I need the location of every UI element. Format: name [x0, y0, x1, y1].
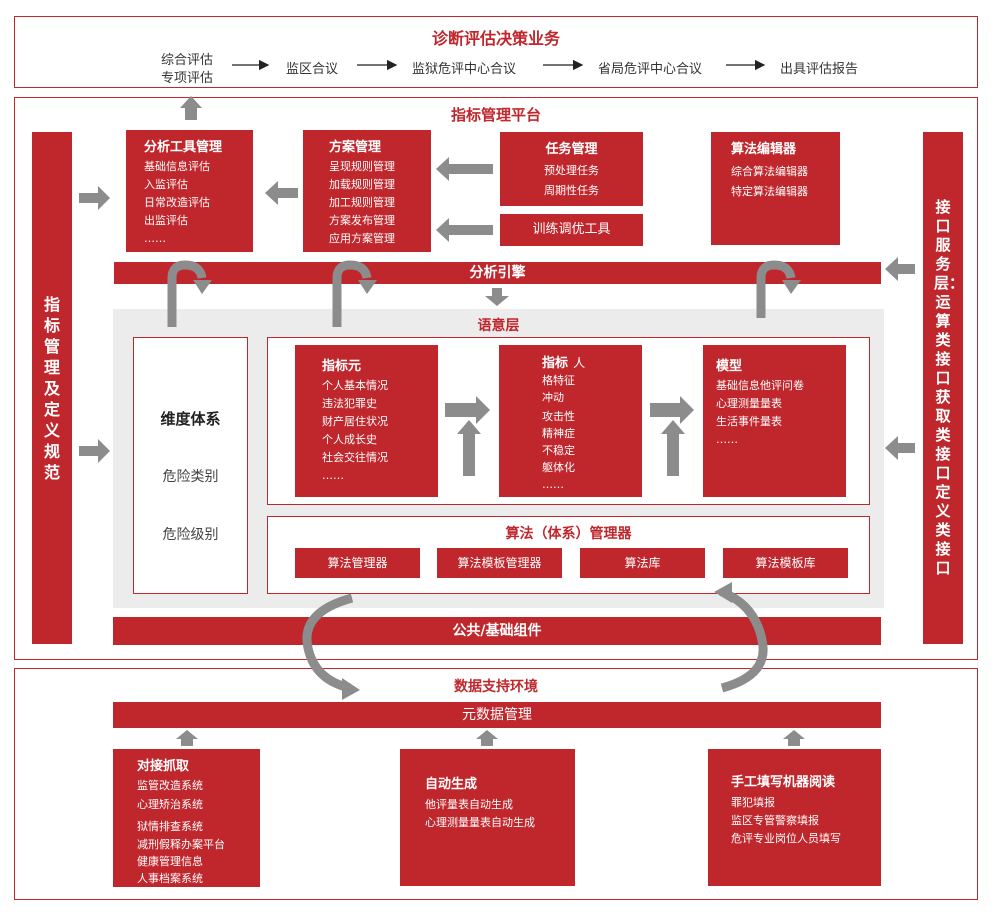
algo-editor-box: 算法编辑器 综合算法编辑器 特定算法编辑器: [711, 132, 840, 245]
data-env-title: 数据支持环境: [454, 679, 538, 695]
indicator-element-item: ……: [322, 469, 344, 482]
algo-editor-title: 算法编辑器: [731, 142, 797, 157]
manual-fill-item: 危评专业岗位人员填写: [731, 832, 841, 845]
indicator-spec-label: 指标管理及定义规范: [43, 294, 60, 482]
algo-editor-item: 特定算法编辑器: [731, 185, 808, 198]
public-components-bar: 公共/基础组件: [113, 617, 881, 645]
dimension-item: 危险级别: [162, 527, 219, 543]
interface-service-bar: 接口服务层：运算类接口 获取类接口 定义类接口: [923, 132, 965, 644]
flow-step-special: 专项评估: [161, 71, 214, 86]
algo-template-library-box: 算法模板库: [723, 548, 848, 578]
task-mgmt-title: 任务管理: [545, 142, 598, 157]
manual-fill-box: 手工填写机器阅读 罪犯填报 监区专管警察填报 危评专业岗位人员填写: [708, 749, 881, 886]
indicator-title: 指标: [542, 356, 569, 371]
flow-step-province: 省局危评中心合议: [598, 62, 703, 77]
manual-fill-item: 罪犯填报: [731, 796, 775, 809]
model-box: 模型 基础信息他评问卷 心理测量量表 生活事件量表 ……: [703, 345, 846, 497]
indicator-item: ……: [542, 478, 564, 491]
dock-capture-item: 人事档案系统: [137, 872, 203, 885]
analysis-tool-box: 分析工具管理 基础信息评估 入监评估 日常改造评估 出监评估 ……: [126, 130, 253, 252]
algo-template-manager-box: 算法模板管理器: [437, 548, 562, 578]
analysis-tool-title: 分析工具管理: [144, 140, 223, 155]
indicator-title-row: 指标 人: [542, 352, 642, 371]
platform-title: 指标管理平台: [450, 106, 541, 124]
task-mgmt-item: 周期性任务: [544, 184, 599, 197]
indicator-element-item: 个人基本情况: [322, 379, 388, 392]
task-mgmt-item: 预处理任务: [544, 164, 599, 177]
indicator-item: 冲动: [542, 391, 564, 404]
auto-gen-item: 他评量表自动生成: [425, 798, 513, 811]
algo-editor-item: 综合算法编辑器: [731, 165, 808, 178]
algo-system-title: 算法（体系）管理器: [505, 526, 632, 542]
analysis-tool-item: ……: [144, 232, 166, 245]
dock-capture-item: 监管改造系统: [137, 779, 203, 792]
indicator-element-box: 指标元 个人基本情况 违法犯罪史 财产居住状况 个人成长史 社会交往情况 ……: [295, 345, 438, 497]
plan-mgmt-title: 方案管理: [329, 140, 382, 155]
model-item: 心理测量量表: [716, 397, 782, 410]
dimension-item: 危险类别: [162, 469, 219, 485]
interface-service-label: 接口服务层：运算类接口 获取类接口 定义类接口: [934, 198, 965, 577]
manual-fill-title: 手工填写机器阅读: [731, 775, 836, 790]
dock-capture-item: 狱情排查系统: [137, 820, 203, 833]
indicator-element-title: 指标元: [322, 359, 362, 374]
task-mgmt-box: 任务管理 预处理任务 周期性任务: [500, 132, 643, 206]
decision-section: 诊断评估决策业务 综合评估 专项评估 监区合议 监狱危评中心合议 省局危评中心合…: [14, 16, 978, 88]
metadata-label: 元数据管理: [462, 707, 532, 723]
flow-step-ward: 监区合议: [286, 62, 339, 77]
dimension-box: 维度体系 危险类别 危险级别: [133, 337, 248, 594]
flow-step-prison: 监狱危评中心合议: [412, 62, 517, 77]
plan-mgmt-item: 应用方案管理: [329, 232, 395, 245]
indicator-spec-bar: 指标管理及定义规范: [32, 132, 72, 644]
analysis-engine-label: 分析引擎: [469, 265, 526, 281]
indicator-item: 格特征: [542, 374, 575, 387]
flow-step-comprehensive: 综合评估: [161, 53, 214, 68]
metadata-bar: 元数据管理: [113, 702, 881, 728]
plan-mgmt-item: 呈现规则管理: [329, 160, 395, 173]
model-item: ……: [716, 433, 738, 446]
indicator-item: 不稳定: [542, 444, 575, 457]
indicator-item: 精神症: [542, 427, 575, 440]
analysis-engine-bar: 分析引擎: [114, 262, 881, 284]
public-components-label: 公共/基础组件: [452, 623, 542, 639]
analysis-tool-item: 基础信息评估: [144, 160, 210, 173]
indicator-element-item: 违法犯罪史: [322, 397, 377, 410]
plan-mgmt-item: 加工规则管理: [329, 196, 395, 209]
training-tool-label: 训练调优工具: [532, 222, 611, 237]
training-tool-box: 训练调优工具: [500, 214, 643, 246]
plan-mgmt-item: 方案发布管理: [329, 214, 395, 227]
decision-title: 诊断评估决策业务: [431, 29, 560, 48]
dock-capture-item: 健康管理信息: [137, 855, 203, 868]
auto-gen-box: 自动生成 他评量表自动生成 心理测量量表自动生成: [400, 749, 575, 886]
indicator-item: 攻击性: [542, 410, 575, 423]
model-item: 基础信息他评问卷: [716, 379, 804, 392]
plan-mgmt-item: 加载规则管理: [329, 178, 395, 191]
model-title: 模型: [716, 359, 743, 374]
indicator-title-suffix: 人: [573, 356, 586, 370]
dimension-title: 维度体系: [160, 410, 221, 428]
algo-manager-box: 算法管理器: [295, 548, 420, 578]
dock-capture-item: 心理矫治系统: [137, 798, 203, 811]
dock-capture-box: 对接抓取 监管改造系统 心理矫治系统 狱情排查系统 减刑假释办案平台 健康管理信…: [113, 749, 260, 887]
indicator-element-item: 社会交往情况: [322, 451, 388, 464]
dock-capture-title: 对接抓取: [137, 759, 190, 774]
manual-fill-item: 监区专管警察填报: [731, 814, 819, 827]
indicator-element-item: 个人成长史: [322, 433, 377, 446]
analysis-tool-item: 出监评估: [144, 214, 188, 227]
indicator-box: 指标 人 格特征 冲动 攻击性 精神症 不稳定 躯体化 ……: [499, 345, 642, 497]
analysis-tool-item: 日常改造评估: [144, 196, 210, 209]
auto-gen-title: 自动生成: [425, 777, 478, 792]
flow-step-report: 出具评估报告: [780, 62, 859, 77]
semantic-layer-title: 语意层: [477, 318, 520, 334]
analysis-tool-item: 入监评估: [144, 178, 188, 191]
auto-gen-item: 心理测量量表自动生成: [425, 816, 535, 829]
indicator-element-item: 财产居住状况: [322, 415, 388, 428]
indicator-item: 躯体化: [542, 461, 575, 474]
plan-mgmt-box: 方案管理 呈现规则管理 加载规则管理 加工规则管理 方案发布管理 应用方案管理: [303, 130, 431, 252]
model-item: 生活事件量表: [716, 415, 782, 428]
dock-capture-item: 减刑假释办案平台: [137, 838, 225, 851]
algo-library-box: 算法库: [580, 548, 705, 578]
